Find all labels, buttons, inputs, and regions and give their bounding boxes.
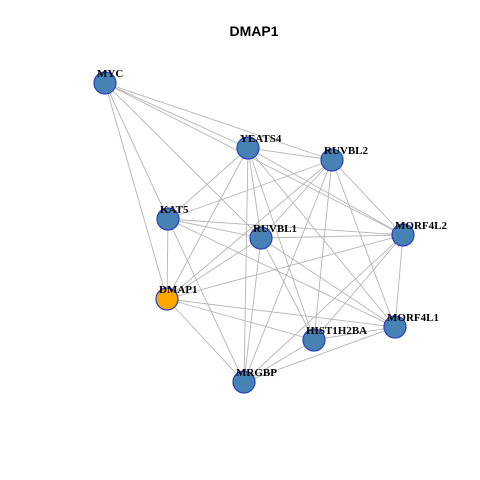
edge-myc-yeats4 [104,82,249,149]
edge-hist1h2ba-mrgbp [243,339,315,383]
edge-ruvbl1-mrgbp [243,237,262,383]
edge-yeats4-kat5 [167,147,249,220]
node-kat5[interactable] [156,207,180,231]
edge-morf4l2-morf4l1 [394,234,404,328]
edge-ruvbl2-dmap1 [166,159,333,300]
edge-myc-kat5 [104,82,169,220]
node-layer [93,71,415,394]
edge-ruvbl1-hist1h2ba [260,237,315,341]
node-ruvbl1[interactable] [249,226,273,250]
edge-ruvbl2-ruvbl1 [260,159,333,239]
edge-dmap1-mrgbp [166,298,245,383]
node-label-hist1h2ba: HIST1H2BA [306,325,367,337]
node-mrgbp[interactable] [232,370,256,394]
node-label-mrgbp: MRGBP [236,367,277,379]
edge-ruvbl1-morf4l2 [260,234,404,239]
node-myc[interactable] [93,71,117,95]
edge-kat5-morf4l2 [167,218,404,236]
edge-yeats4-ruvbl2 [247,147,333,161]
node-label-yeats4: YEATS4 [240,133,282,145]
edge-ruvbl2-mrgbp [243,159,333,383]
edge-kat5-dmap1 [166,218,169,300]
node-morf4l1[interactable] [383,315,407,339]
node-label-ruvbl1: RUVBL1 [253,223,297,235]
edge-yeats4-morf4l2 [247,147,404,236]
node-hist1h2ba[interactable] [302,328,326,352]
edge-layer [104,82,404,383]
node-dmap1[interactable] [155,287,179,311]
node-label-ruvbl2: RUVBL2 [324,145,369,157]
graph-title: DMAP1 [229,23,278,39]
edge-myc-morf4l2 [104,82,404,236]
edge-kat5-mrgbp [167,218,245,383]
node-morf4l2[interactable] [391,223,415,247]
edge-morf4l2-dmap1 [166,234,404,300]
edge-kat5-ruvbl1 [167,218,262,239]
edge-morf4l1-mrgbp [243,326,396,383]
edge-morf4l2-mrgbp [243,234,404,383]
edge-ruvbl1-dmap1 [166,237,262,300]
edge-ruvbl2-morf4l1 [331,159,396,328]
node-label-morf4l2: MORF4L2 [395,220,447,232]
edge-yeats4-dmap1 [166,147,249,300]
edge-dmap1-morf4l1 [166,298,396,328]
node-yeats4[interactable] [236,136,260,160]
node-label-morf4l1: MORF4L1 [387,312,439,324]
edge-ruvbl2-hist1h2ba [313,159,333,341]
edge-myc-dmap1 [104,82,168,300]
edge-myc-ruvbl2 [104,82,333,161]
edge-kat5-morf4l1 [167,218,396,328]
edge-yeats4-mrgbp [243,147,249,383]
edge-yeats4-morf4l1 [247,147,396,328]
node-label-kat5: KAT5 [160,204,189,216]
edge-ruvbl2-kat5 [167,159,333,220]
node-ruvbl2[interactable] [320,148,344,172]
edge-morf4l2-hist1h2ba [313,234,404,341]
edge-yeats4-ruvbl1 [247,147,262,239]
edge-dmap1-hist1h2ba [166,298,315,341]
edge-ruvbl1-morf4l1 [260,237,396,328]
edge-myc-ruvbl1 [104,82,262,239]
edge-yeats4-hist1h2ba [247,147,315,341]
edge-ruvbl2-morf4l2 [331,159,404,236]
edge-morf4l1-hist1h2ba [313,326,396,341]
node-label-dmap1: DMAP1 [159,284,198,296]
node-label-myc: MYC [97,68,123,80]
